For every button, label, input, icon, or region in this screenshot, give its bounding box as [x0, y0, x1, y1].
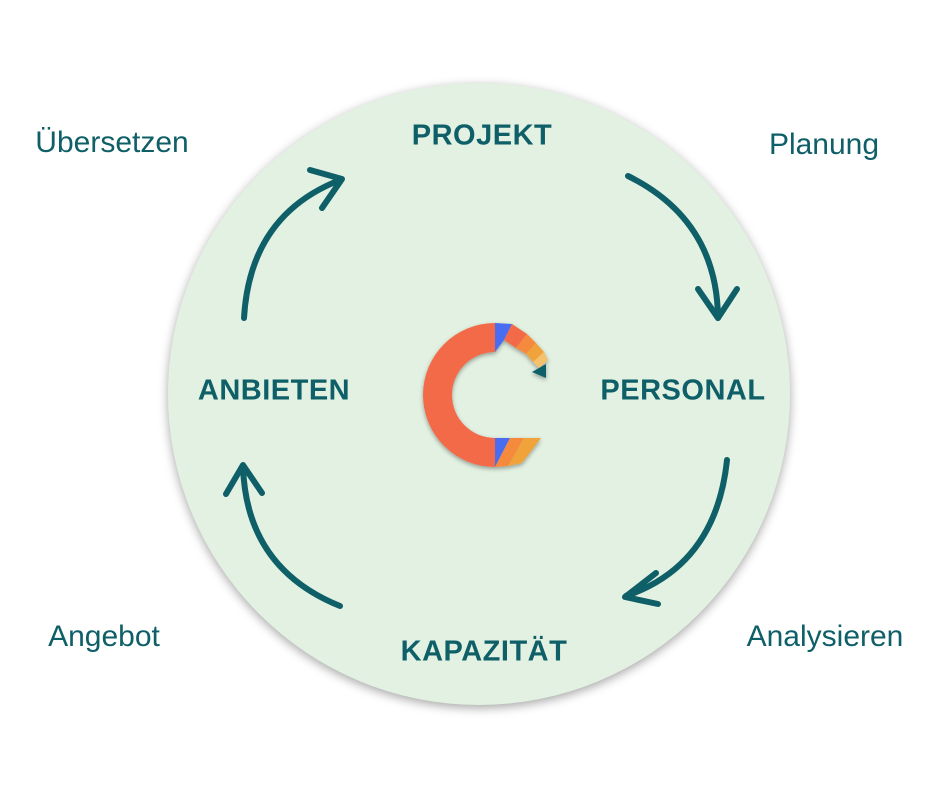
- arrow-kapazitaet-to-anbieten: [223, 462, 343, 609]
- node-personal: PERSONAL: [600, 374, 766, 407]
- label-uebersetzen: Übersetzen: [35, 126, 189, 159]
- label-angebot: Angebot: [48, 620, 160, 653]
- node-projekt: PROJEKT: [411, 119, 553, 152]
- cycle-background-circle: [168, 83, 790, 705]
- arrow-anbieten-to-projekt: [241, 167, 345, 321]
- label-analysieren: Analysieren: [746, 620, 904, 653]
- label-planung: Planung: [768, 128, 880, 161]
- arrow-personal-to-kapazitaet: [622, 457, 730, 607]
- arrow-projekt-to-personal: [625, 173, 740, 321]
- node-anbieten: ANBIETEN: [197, 374, 351, 407]
- node-kapazitaet: KAPAZITÄT: [400, 635, 568, 668]
